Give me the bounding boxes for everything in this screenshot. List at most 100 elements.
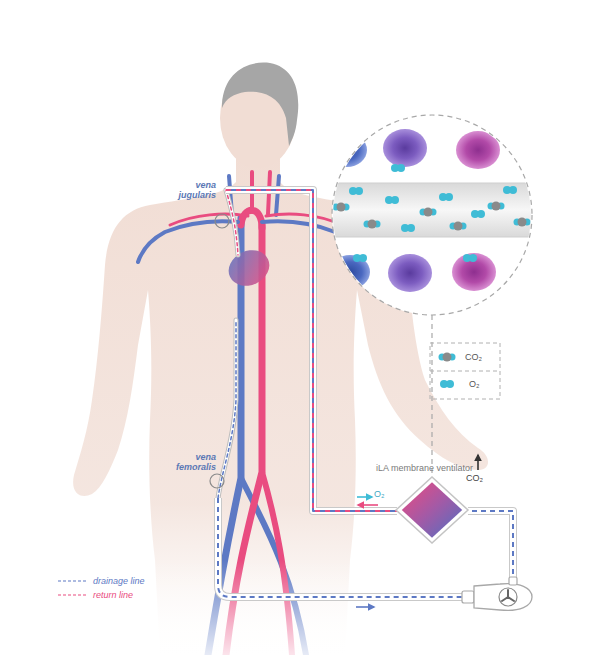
legend-text: return line [93, 590, 133, 600]
zoom-callout [452, 253, 496, 291]
cannula [218, 320, 236, 498]
cannula [210, 474, 224, 488]
flow-arrow [356, 455, 478, 607]
o2-molecule [407, 224, 415, 232]
co2-molecule [454, 222, 463, 231]
zoom-callout [320, 183, 550, 237]
o2-molecule [349, 164, 517, 262]
blood-vessels [150, 560, 360, 655]
diamond-frame [396, 477, 468, 543]
co2-molecule [333, 203, 350, 212]
zoom-callout [332, 115, 532, 315]
body-silhouette [222, 63, 298, 146]
o2-molecule [353, 254, 367, 262]
flow-arrow [477, 455, 479, 470]
legend-sample [443, 353, 452, 362]
cannula [226, 190, 238, 255]
o2-molecule [509, 186, 517, 194]
o2-molecule [477, 210, 485, 218]
heart [223, 244, 275, 293]
blood-pump [462, 577, 532, 610]
o2-molecule [397, 164, 405, 172]
node-heading: iLA membrane ventilator [376, 463, 473, 473]
o2-molecule [503, 186, 517, 194]
flow-arrow [358, 504, 378, 506]
gas-label: CO₂ [466, 474, 496, 484]
legend-text: CO₂ [465, 352, 482, 362]
legend-sample [437, 378, 457, 390]
legend-item: return line [58, 589, 133, 601]
drainage-line [468, 511, 513, 583]
co2-molecule [337, 203, 346, 212]
heart [223, 244, 275, 293]
vessel-label: vena jugularis [168, 181, 216, 201]
co2-molecule [420, 208, 437, 217]
drainage-line [218, 498, 513, 597]
o2-molecule [359, 254, 367, 262]
blood-pump [474, 584, 532, 611]
blood-vessels [266, 214, 342, 225]
zoom-callout [388, 254, 432, 292]
o2-molecule [401, 224, 415, 232]
o2-molecule [391, 164, 405, 172]
cannula [218, 320, 236, 498]
co2-molecule [424, 208, 433, 217]
membrane-fill [402, 482, 462, 537]
cannula [210, 190, 238, 498]
cannula [215, 214, 229, 228]
o2-molecule [445, 193, 453, 201]
o2-molecule [439, 193, 453, 201]
legend-item: CO₂ [437, 351, 482, 363]
zoom-callout [431, 315, 432, 478]
co2-molecule [364, 220, 381, 229]
o2-molecule [471, 210, 485, 218]
co2-molecule [518, 218, 527, 227]
zoom-callout [383, 129, 427, 167]
o2-molecule [469, 254, 477, 262]
o2-molecule [391, 196, 399, 204]
o2-molecule [385, 196, 399, 204]
legend-sample [58, 594, 88, 595]
blood-pump [502, 590, 514, 601]
legend-item: O₂ [437, 378, 480, 390]
co2-molecule [368, 220, 377, 229]
zoom-callout [320, 129, 550, 292]
legend-sample [58, 589, 88, 601]
legend-text: drainage line [93, 576, 145, 586]
co2-molecule [488, 202, 505, 211]
zoom-callout [320, 115, 550, 478]
co2-molecule [450, 222, 467, 231]
legend-sample [437, 351, 457, 363]
cannula [218, 320, 236, 498]
o2-molecule [463, 254, 477, 262]
blood-pump [462, 591, 474, 603]
zoom-callout [320, 183, 550, 184]
gas-label: O₂ [374, 490, 396, 500]
blood-pump [509, 577, 517, 585]
legend-box [430, 371, 500, 372]
flow-arrow [357, 496, 372, 498]
legend-sample [58, 575, 88, 587]
legend-sample [58, 580, 88, 581]
vessel-label: vena femoralis [166, 453, 216, 473]
legend-box [430, 343, 500, 399]
o2-molecule [349, 187, 363, 195]
blood-vessels [138, 172, 362, 655]
blood-vessels [276, 176, 279, 215]
legend-text: O₂ [469, 379, 480, 389]
legend-sample [446, 380, 454, 388]
zoom-callout [456, 131, 500, 169]
body-silhouette [73, 63, 488, 655]
co2-molecule [514, 218, 531, 227]
co2-molecule [492, 202, 501, 211]
drainage-line [468, 511, 513, 583]
co2-molecule [333, 202, 531, 231]
blood-pump [499, 588, 517, 606]
cannula [226, 190, 238, 255]
flow-arrow [356, 606, 374, 608]
legend-box [430, 343, 500, 399]
legend-item: drainage line [58, 575, 145, 587]
zoom-callout [320, 237, 550, 238]
